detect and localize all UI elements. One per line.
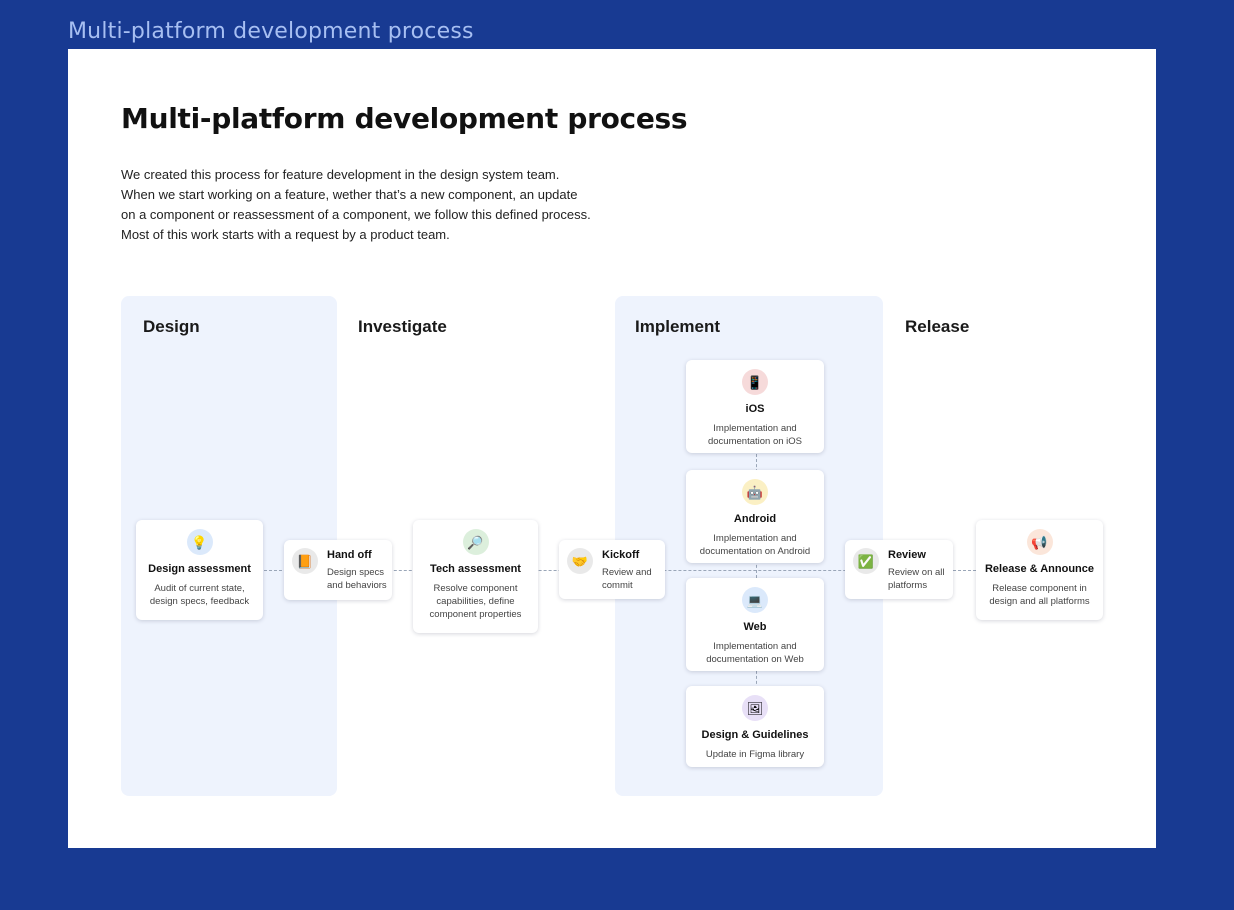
step-description: Audit of current state, design specs, fe… — [149, 583, 250, 607]
step-title: Kickoff — [602, 549, 640, 561]
lane-title-design: Design — [143, 317, 200, 336]
lightbulb-icon: 💡 — [186, 529, 213, 555]
book-icon: 📙 — [292, 548, 318, 574]
step-release-announce[interactable]: 📢 Release & Announce Release component i… — [976, 520, 1103, 620]
step-review[interactable]: ✅ Review Review on all platforms — [845, 540, 953, 599]
lane-title-investigate: Investigate — [358, 317, 447, 336]
intro-line: on a component or reassessment of a comp… — [121, 207, 591, 222]
connector — [756, 454, 757, 694]
step-ios[interactable]: 📱 iOS Implementation and documentation o… — [686, 360, 824, 453]
step-description: Implementation and documentation on iOS — [707, 423, 802, 447]
step-hand-off[interactable]: 📙 Hand off Design specs and behaviors — [284, 540, 392, 600]
step-design-assessment[interactable]: 💡 Design assessment Audit of current sta… — [136, 520, 263, 620]
step-description: Design specs and behaviors — [327, 567, 387, 591]
canvas: Multi-platform development process We cr… — [68, 49, 1156, 848]
page-title: Multi-platform development process — [121, 102, 688, 135]
step-android[interactable]: 🤖 Android Implementation and documentati… — [686, 470, 824, 563]
intro-line: We created this process for feature deve… — [121, 167, 560, 182]
robot-icon: 🤖 — [742, 479, 768, 505]
step-description: Update in Figma library — [705, 749, 805, 760]
step-title: Android — [733, 513, 777, 525]
step-title: Design & Guidelines — [701, 729, 809, 741]
step-description: Implementation and documentation on Andr… — [699, 533, 811, 557]
step-title: Web — [743, 621, 767, 633]
step-title: Design assessment — [148, 563, 251, 575]
intro-line: Most of this work starts with a request … — [121, 227, 450, 242]
check-mark-icon: ✅ — [853, 548, 879, 574]
step-description: Implementation and documentation on Web — [706, 641, 804, 665]
picture-icon: 🖼 — [742, 695, 768, 721]
step-title: Tech assessment — [430, 563, 521, 575]
step-title: Hand off — [327, 549, 372, 561]
step-web[interactable]: 💻 Web Implementation and documentation o… — [686, 578, 824, 671]
step-title: iOS — [745, 403, 765, 415]
lane-title-release: Release — [905, 317, 970, 336]
step-title: Release & Announce — [984, 563, 1094, 575]
mobile-phone-icon: 📱 — [742, 369, 768, 395]
step-kickoff[interactable]: 🤝 Kickoff Review and commit — [559, 540, 665, 599]
handshake-icon: 🤝 — [567, 548, 593, 574]
frame-label: Multi-platform development process — [68, 19, 474, 44]
intro-paragraph: We created this process for feature deve… — [121, 165, 621, 245]
step-design-guidelines[interactable]: 🖼 Design & Guidelines Update in Figma li… — [686, 686, 824, 767]
step-description: Review and commit — [602, 567, 652, 591]
step-tech-assessment[interactable]: 🔎 Tech assessment Resolve component capa… — [413, 520, 538, 633]
lane-title-implement: Implement — [635, 317, 721, 336]
step-description: Review on all platforms — [888, 567, 945, 591]
magnifier-icon: 🔎 — [462, 529, 489, 555]
intro-line: When we start working on a feature, weth… — [121, 187, 578, 202]
step-description: Release component in design and all plat… — [989, 583, 1090, 607]
step-description: Resolve component capabilities, define c… — [429, 583, 522, 620]
step-title: Review — [888, 549, 926, 561]
laptop-icon: 💻 — [742, 587, 768, 613]
megaphone-icon: 📢 — [1026, 529, 1053, 555]
